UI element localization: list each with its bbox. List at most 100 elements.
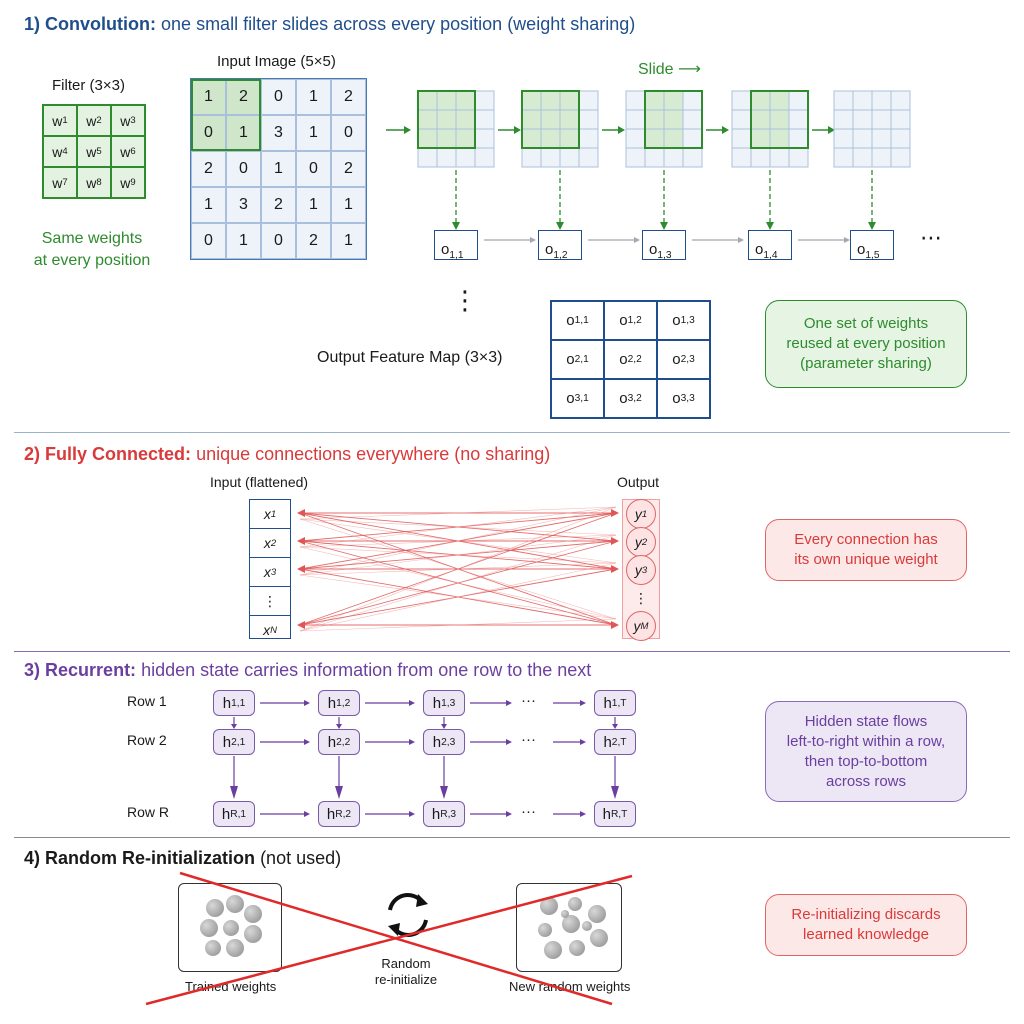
fc-output-title: Output [617,474,660,490]
row-outputs-ellipsis: ⋯ [920,225,945,250]
input-pixel-cell: 0 [261,223,296,259]
new-random-weights-box [516,883,622,972]
row-output-label: o1,4 [755,241,778,261]
weight-blob [590,929,608,947]
weight-blob [538,923,552,937]
input-pixel-cell: 0 [261,79,296,115]
weight-blob [226,939,244,957]
weight-blob [205,940,221,956]
input-pixel-cell: 2 [331,151,366,187]
conv-step-grid [521,90,599,168]
input-pixel-cell: 1 [226,115,261,151]
weight-blob [226,895,244,913]
weight-blob [561,910,569,918]
weight-blob [200,919,218,937]
input-pixel-cell: 1 [331,223,366,259]
fc-input-node: ⋮ [250,587,290,616]
weight-blob [562,915,580,933]
input-pixel-cell: 1 [331,187,366,223]
same-weights-label: Same weights at every position [33,230,151,269]
row-output-box: o1,2 [538,230,582,261]
input-pixel-cell: 0 [296,151,331,187]
input-pixel-cell: 2 [331,79,366,115]
fc-output-ellipsis: ⋮ [634,589,648,606]
row-output-label: o1,2 [545,241,568,261]
row-output-label: o1,5 [857,241,880,261]
input-pixel-cell: 1 [191,79,226,115]
vertical-ellipsis: ⋮ [452,285,481,315]
divider-3 [14,837,1010,838]
row-output-box: o1,5 [850,230,894,261]
input-pixel-cell: 1 [296,115,331,151]
fc-connections [297,506,619,632]
input-pixel-cell: 0 [191,115,226,151]
weight-blob [540,897,558,915]
section-3-title: 3) Recurrent: hidden state carries infor… [24,660,592,680]
input-pixel-cell: 1 [191,187,226,223]
input-pixel-cell: 0 [191,223,226,259]
conv-step-grid [833,90,911,168]
rnn-row-ellipsis: ··· [521,692,536,709]
conv-steps-diagram [386,90,911,243]
random-reinit-label: Random re-initialize [374,956,438,987]
input-pixel-cell: 3 [261,115,296,151]
input-pixel-cell: 3 [226,187,261,223]
input-pixel-cell: 1 [296,187,331,223]
weight-blob [544,941,562,959]
weight-blob [244,905,262,923]
trained-weights-box [178,883,282,972]
filter-title: Filter (3×3) [52,77,125,94]
sec3-note: Hidden state flows left-to-right within … [765,701,967,802]
input-pixel-cell: 2 [191,151,226,187]
input-pixel-cell: 1 [226,223,261,259]
rnn-arrows [230,700,619,817]
filter-window-highlight [191,79,261,151]
weight-blob [223,920,239,936]
output-map-title: Output Feature Map (3×3) [317,349,503,366]
weight-blob [244,925,262,943]
row-output-box: o1,4 [748,230,792,261]
sec4-note: Re-initializing discards learned knowled… [765,894,967,956]
conv-step-grid [625,90,703,168]
input-image-title: Input Image (5×5) [217,53,336,70]
input-pixel-cell: 1 [261,151,296,187]
divider-1 [14,432,1010,433]
sec2-note: Every connection has its own unique weig… [765,519,967,581]
section-1-title: 1) Convolution: one small filter slides … [24,14,636,34]
input-pixel-cell: 2 [261,187,296,223]
row-output-box: o1,1 [434,230,478,261]
conv-step-grid [417,90,495,168]
slide-label: Slide ⟶ [638,61,701,78]
